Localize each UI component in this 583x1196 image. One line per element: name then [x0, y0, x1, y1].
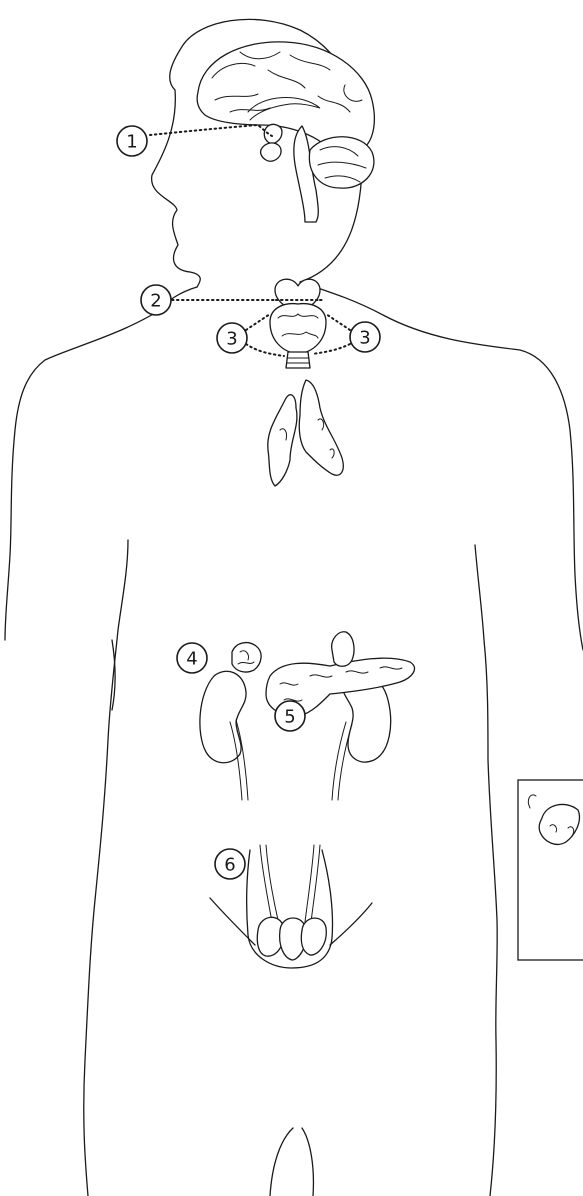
inset-box: [518, 780, 583, 960]
thymus: [268, 380, 344, 486]
marker-6: 6: [215, 849, 245, 879]
brain: [197, 42, 374, 222]
marker-6-label: 6: [224, 855, 235, 876]
marker-2-label: 2: [150, 291, 161, 312]
body-outline: [5, 19, 583, 1196]
marker-1: 1: [117, 126, 147, 156]
marker-3-left: 3: [217, 323, 247, 353]
marker-5-label: 5: [284, 707, 295, 728]
leader-line-1: [150, 125, 272, 136]
marker-5: 5: [275, 701, 305, 731]
marker-3-right-label: 3: [359, 328, 370, 349]
marker-3-left-label: 3: [226, 329, 237, 350]
testes: [247, 845, 333, 968]
marker-1-label: 1: [126, 132, 137, 153]
marker-4: 4: [177, 643, 207, 673]
marker-3-right: 3: [350, 322, 380, 352]
marker-2: 2: [141, 285, 171, 315]
marker-4-label: 4: [186, 649, 197, 670]
